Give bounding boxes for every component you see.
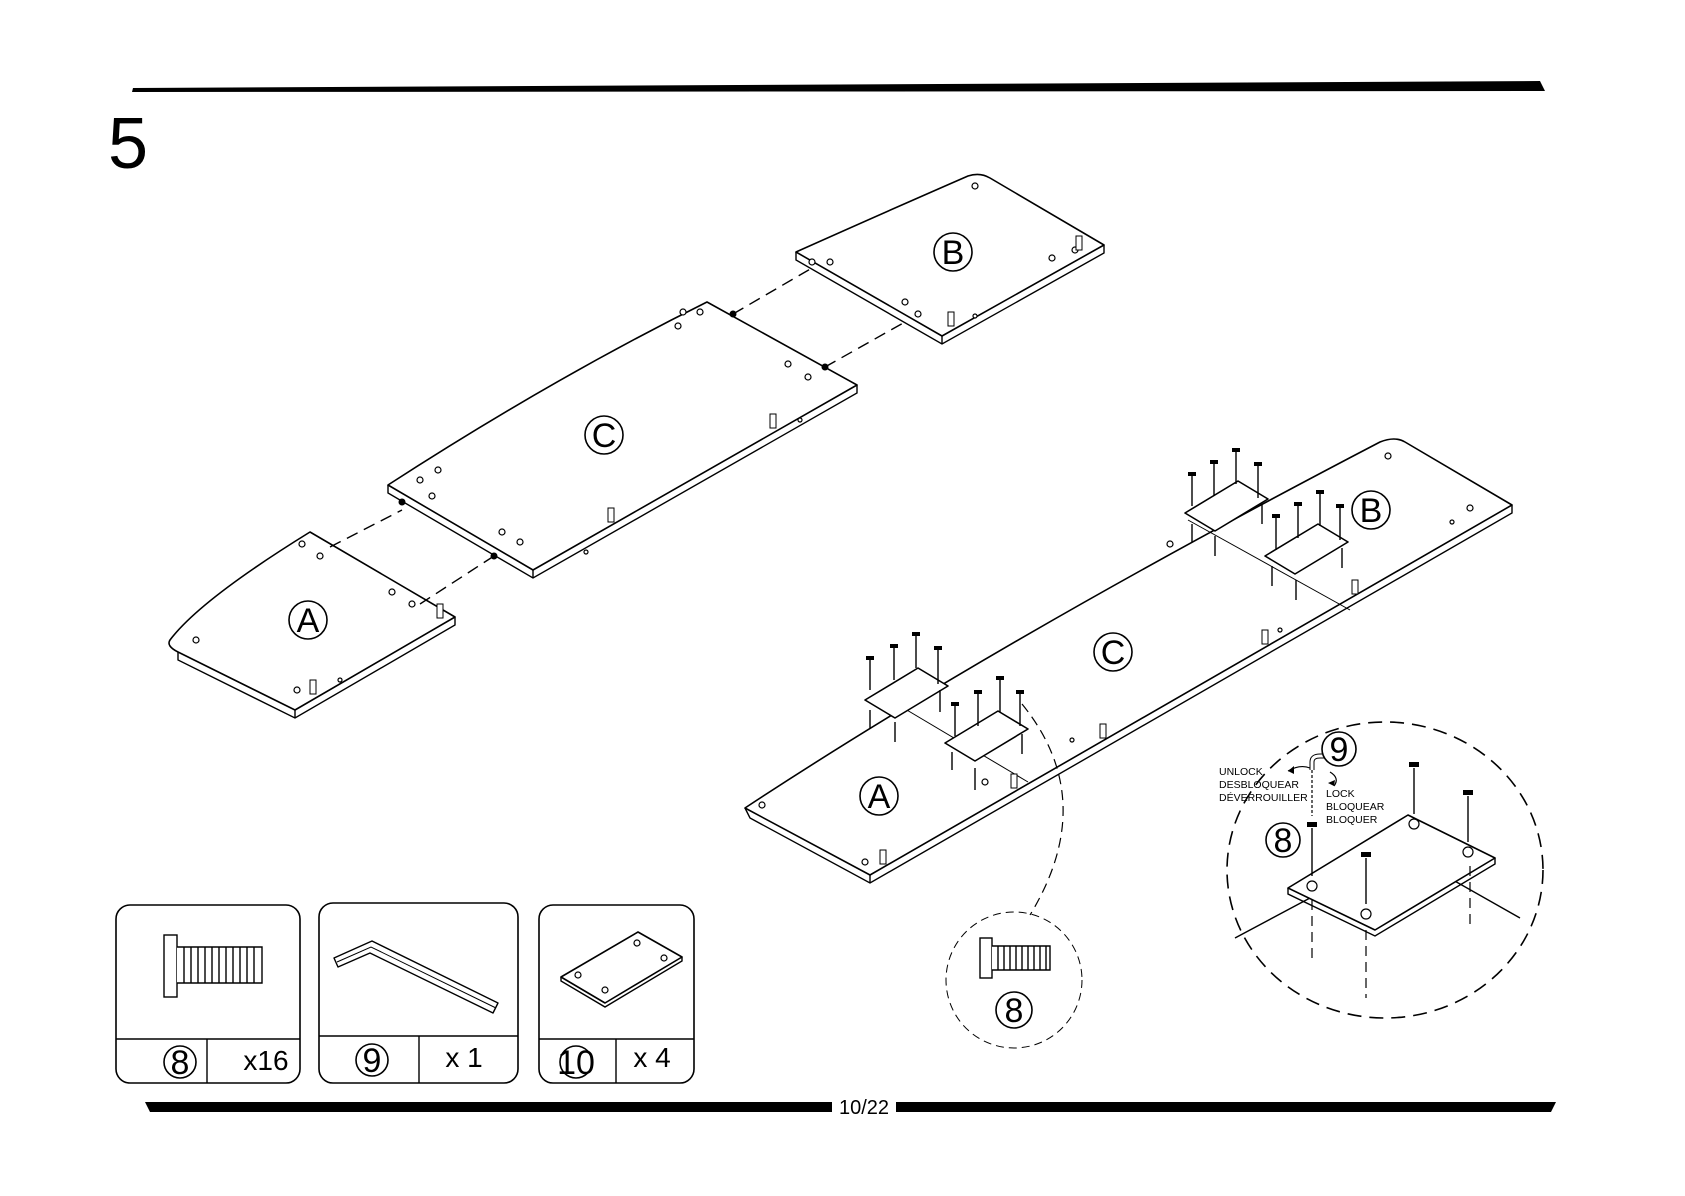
- part-9-id: 9: [363, 1042, 382, 1080]
- parts-box-9: 9 x 1: [319, 903, 518, 1083]
- assembled-b-label: B: [1360, 492, 1383, 530]
- unlock-text-pt: DESBLOQUEAR: [1219, 779, 1299, 791]
- part-10-qty: x 4: [633, 1042, 670, 1073]
- part-8-id: 8: [171, 1044, 190, 1082]
- page-number: 10/22: [839, 1097, 889, 1119]
- assembled-view: C A B: [745, 439, 1512, 883]
- parts-box-10: 10 x 4: [539, 905, 694, 1083]
- panel-b-exploded: B: [796, 174, 1104, 344]
- unlock-text-fr: DÉVERROUILLER: [1219, 791, 1308, 804]
- detail-callout: 9 8 UNLOCK DESBLOQUEAR DÉVERROUILLER LOC…: [1219, 722, 1543, 1018]
- bolt-callout: 8: [946, 912, 1082, 1048]
- assembled-c-label: C: [1101, 634, 1126, 672]
- panel-a-exploded: A: [169, 532, 455, 718]
- exploded-view: A C: [169, 174, 1104, 718]
- assembled-a-label: A: [868, 778, 891, 816]
- part-8-qty: x16: [243, 1045, 288, 1076]
- panel-b-label: B: [942, 234, 965, 272]
- part-9-qty: x 1: [445, 1042, 482, 1073]
- bolt-callout-label: 8: [1005, 992, 1024, 1030]
- step-number: 5: [108, 104, 148, 184]
- detail-bolt-label: 8: [1274, 822, 1293, 860]
- parts-box-8: 8 x16: [116, 905, 300, 1083]
- unlock-text-en: UNLOCK: [1219, 766, 1263, 778]
- panel-c-exploded: C: [388, 302, 857, 578]
- detail-key-label: 9: [1330, 731, 1349, 769]
- panel-c-label: C: [592, 417, 617, 455]
- lock-text-fr: BLOQUER: [1326, 814, 1378, 826]
- top-rule: [132, 81, 1545, 92]
- lock-text-en: LOCK: [1326, 788, 1355, 800]
- lock-text-pt: BLOQUEAR: [1326, 801, 1385, 813]
- part-10-id: 10: [557, 1044, 595, 1082]
- panel-a-label: A: [297, 602, 320, 640]
